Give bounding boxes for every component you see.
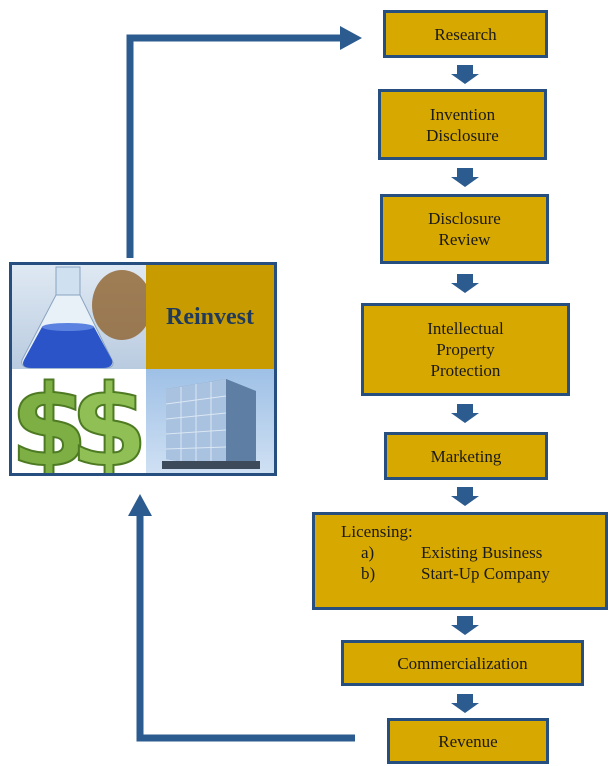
licensing-title: Licensing: (341, 522, 413, 541)
step-label: Intellectual (427, 319, 504, 338)
building-image (146, 369, 274, 473)
step-label: Research (434, 24, 497, 44)
flask-image (12, 265, 146, 369)
reinvest-panel: Reinvest $ $ (9, 262, 277, 476)
step-revenue: Revenue (387, 718, 549, 764)
step-marketing: Marketing (384, 432, 548, 480)
down-arrow-icon (451, 274, 479, 293)
licensing-item-text: Existing Business (421, 543, 543, 562)
step-research: Research (383, 10, 548, 58)
step-disclosure-review: Disclosure Review (380, 194, 549, 264)
step-label: Disclosure (426, 125, 499, 145)
step-label: Property (436, 340, 495, 359)
step-label: Marketing (430, 446, 502, 466)
licensing-item-letter: b) (361, 564, 376, 583)
down-arrow-icon (451, 168, 479, 187)
dollar-signs-image: $ $ (12, 369, 146, 473)
revenue-to-reinvest-arrow (136, 512, 355, 742)
reinvest-arrowhead (128, 494, 152, 516)
down-arrow-icon (451, 404, 479, 423)
step-label: Protection (430, 361, 501, 380)
reinvest-label: Reinvest (166, 303, 254, 330)
research-arrowhead (340, 26, 362, 50)
step-commercialization: Commercialization (341, 640, 584, 686)
reinvest-label-cell: Reinvest (146, 265, 274, 369)
licensing-item-text: Start-Up Company (421, 564, 550, 583)
step-invention-disclosure: Invention Disclosure (378, 89, 547, 160)
down-arrow-icon (451, 694, 479, 713)
step-label: Revenue (438, 731, 498, 751)
down-arrow-icon (451, 65, 479, 84)
step-ip-protection: Intellectual Property Protection (361, 303, 570, 396)
down-arrow-icon (451, 487, 479, 506)
down-arrow-icon (451, 616, 479, 635)
step-label: Disclosure (428, 209, 501, 228)
reinvest-to-research-arrow (126, 34, 345, 258)
licensing-item-letter: a) (361, 543, 375, 562)
step-licensing: Licensing: a) Existing Business b) Start… (312, 512, 608, 610)
licensing-item: b) Start-Up Company (341, 563, 550, 584)
step-label: Commercialization (397, 653, 528, 673)
licensing-item: a) Existing Business (341, 542, 550, 563)
step-label: Invention (429, 104, 496, 124)
svg-text:$: $ (70, 369, 146, 473)
svg-text:$: $ (12, 369, 88, 473)
step-label: Review (438, 230, 491, 249)
